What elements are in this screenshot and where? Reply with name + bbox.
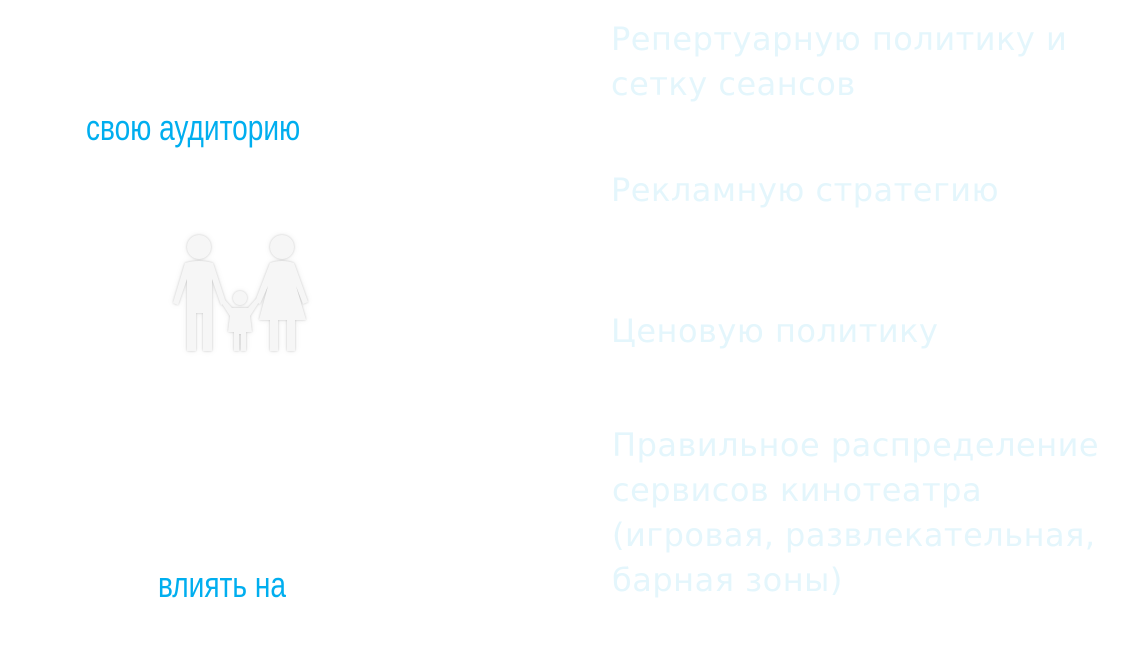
list-item-services: Правильное распределение сервисов киноте… xyxy=(612,423,1099,603)
list-item-repertoire: Репертуарную политику и сетку сеансов xyxy=(611,17,1067,107)
list-item-line: (игровая, развлекательная, xyxy=(612,516,1096,554)
list-item-pricing: Ценовую политику xyxy=(611,309,938,354)
audience-heading: свою аудиторию xyxy=(86,107,301,148)
influence-heading: влиять на xyxy=(158,564,286,605)
list-item-line: сетку сеансов xyxy=(611,65,856,103)
list-item-line: Рекламную стратегию xyxy=(611,171,1000,209)
list-item-line: Репертуарную политику и xyxy=(611,20,1068,58)
list-item-line: сервисов кинотеатра xyxy=(612,471,983,509)
list-item-advertising: Рекламную стратегию xyxy=(611,168,999,213)
list-item-line: Ценовую политику xyxy=(611,312,939,350)
list-item-line: Правильное распределение xyxy=(612,426,1100,464)
list-item-line: барная зоны) xyxy=(612,561,843,599)
family-icon xyxy=(173,235,308,351)
